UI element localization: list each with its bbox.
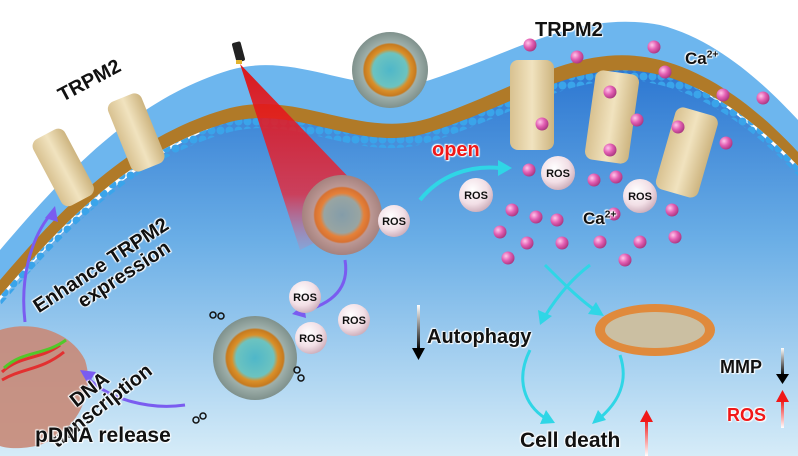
calcium-ion (493, 225, 507, 239)
calcium-ion (665, 203, 679, 217)
calcium-ion (570, 50, 584, 64)
calcium-ion (603, 143, 617, 157)
arrow-open (418, 165, 501, 202)
scissors-icon (192, 311, 305, 424)
calcium-ion (618, 253, 632, 267)
cell-death-label: Cell death (520, 429, 621, 452)
arrow-pdna-to-nucleus (86, 376, 186, 408)
calcium-ion (522, 163, 536, 177)
ros-bubble: ROS (541, 156, 575, 190)
calcium-ion (668, 230, 682, 244)
calcium-ion (630, 113, 644, 127)
ros-bubble: ROS (338, 304, 370, 336)
calcium-ions (493, 38, 770, 267)
arrow-nucleus-to-trpm2 (22, 214, 52, 323)
nanoparticle-releasing (213, 316, 297, 400)
trpm2-channel-left-1 (32, 128, 94, 207)
membrane-outer-leaflet (0, 21, 798, 295)
laser-fiber-icon (231, 41, 245, 64)
calcium-ion (535, 117, 549, 131)
calcium-ion (671, 120, 685, 134)
dna-helix-icon (0, 343, 65, 382)
ros-bubble: ROS (459, 178, 493, 212)
arrow-mito-to-death (599, 354, 625, 420)
ca-symbol: Ca (583, 209, 605, 228)
calcium-ion (756, 91, 770, 105)
calcium-ion (587, 173, 601, 187)
trpm2-channel-right-3 (655, 107, 718, 198)
mmp-down-arrow-icon (776, 348, 789, 384)
ros-bubble-label: ROS (546, 168, 570, 180)
calcium-ion (550, 213, 564, 227)
nanoparticle-top (352, 32, 428, 108)
open-label: open (432, 139, 480, 161)
calcium-ion (523, 38, 537, 52)
calcium-ion (609, 170, 623, 184)
ca-label-inside: Ca2+ (583, 210, 616, 227)
autophagy-down-arrow-icon (412, 305, 425, 360)
trpm2-channel-right-2 (584, 70, 640, 164)
calcium-ion (593, 235, 607, 249)
ca-charge: 2+ (604, 209, 617, 221)
ros-increase-label: ROS (727, 405, 767, 425)
calcium-ion (647, 40, 661, 54)
ca-symbol: Ca (685, 49, 707, 68)
calcium-ion (607, 207, 621, 221)
calcium-ion (529, 210, 543, 224)
ros-bubble-label: ROS (293, 292, 317, 304)
calcium-ion (555, 236, 569, 250)
arrow-to-autophagy (543, 263, 591, 317)
calcium-ion (603, 85, 617, 99)
ros-bubbles: ROS ROS ROS ROS ROS ROS ROS (289, 156, 657, 354)
autophagy-label: Autophagy (427, 326, 532, 348)
ros-bubble-label: ROS (464, 190, 488, 202)
ros-bubble: ROS (623, 179, 657, 213)
ros-bubble: ROS (378, 205, 410, 237)
arrow-to-mitochondrion (543, 263, 596, 312)
ros-bubble-label: ROS (299, 333, 323, 345)
ros-bubble: ROS (289, 281, 321, 313)
ros-bubble: ROS (295, 322, 327, 354)
calcium-ion (505, 203, 519, 217)
ca-charge: 2+ (706, 49, 719, 61)
cell-death-up-arrow-icon (640, 410, 653, 456)
arrow-autophagy-to-death (521, 349, 546, 420)
calcium-ion (501, 251, 515, 265)
mmp-label: MMP (720, 357, 762, 377)
ros-up-arrow-icon (776, 390, 789, 428)
calcium-ion (658, 65, 672, 79)
nanoparticle-irradiated (302, 175, 382, 255)
trpm2-channel-right-1 (510, 60, 554, 150)
trpm2-channel-left-2 (107, 93, 165, 172)
ros-bubble-label: ROS (382, 216, 406, 228)
pdna-release-label: pDNA release (35, 424, 171, 447)
ros-bubble-label: ROS (342, 315, 366, 327)
trpm2-label-right: TRPM2 (535, 19, 603, 41)
calcium-ion (716, 88, 730, 102)
ca-label-outside: Ca2+ (685, 50, 718, 67)
ros-bubble-label: ROS (628, 191, 652, 203)
calcium-ion (520, 236, 534, 250)
calcium-ion (633, 235, 647, 249)
calcium-ion (719, 136, 733, 150)
